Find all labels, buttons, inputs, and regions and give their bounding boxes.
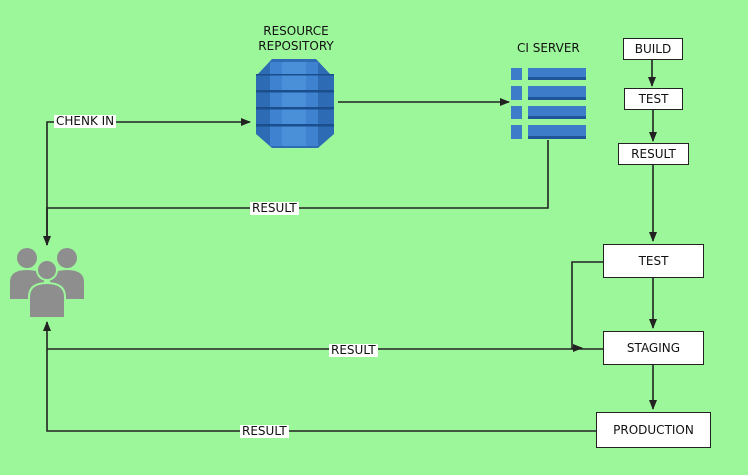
database-icon [256, 59, 334, 148]
edge-production-dev [43, 321, 596, 432]
result-box: RESULT [618, 143, 689, 165]
checkin-label: CHENK IN [54, 114, 117, 128]
build-box: BUILD [623, 38, 683, 60]
production-box: PRODUCTION [596, 412, 711, 448]
result-staging-label: RESULT [329, 343, 378, 357]
repository-title: RESOURCE REPOSITORY [258, 24, 334, 53]
edge-ci-dev [43, 140, 549, 246]
edge-dev-repo [46, 118, 251, 245]
test-box: TEST [624, 88, 683, 110]
server-list-icon [511, 68, 586, 139]
users-group-icon [10, 248, 84, 319]
result-ci-label: RESULT [250, 201, 299, 215]
staging-box: STAGING [603, 331, 704, 365]
result-production-label: RESULT [240, 424, 289, 438]
test-stage-box: TEST [603, 244, 704, 278]
ci-server-title: CI SERVER [517, 41, 580, 55]
edge-test2-loop [571, 261, 603, 352]
